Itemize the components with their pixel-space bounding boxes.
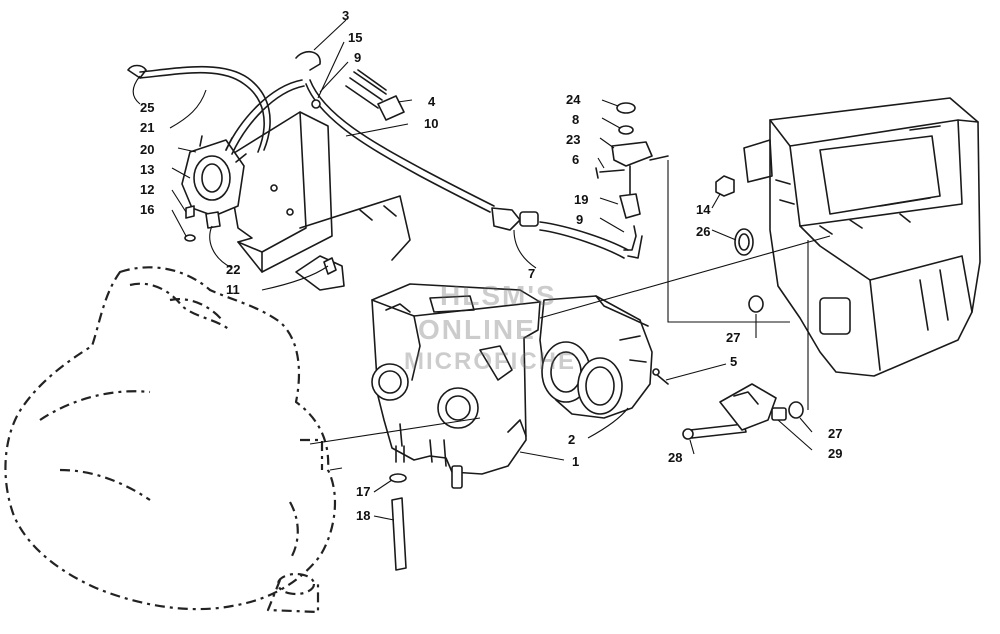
intake-boot: [539, 295, 653, 419]
callout-6: 6: [572, 152, 579, 167]
callout-27-upper: 27: [726, 330, 740, 345]
callout-21: 21: [140, 120, 154, 135]
airbox-housing: [743, 97, 981, 377]
callout-labels: 1 2 3 4 5 6 7 8 9 9 10 11 12 13 14 15 16…: [140, 8, 842, 523]
callout-27-lower: 27: [828, 426, 842, 441]
callout-17: 17: [356, 484, 370, 499]
carburetor-assembly: [371, 283, 541, 489]
callout-4: 4: [428, 94, 436, 109]
leader-lines: [132, 19, 831, 521]
callout-1: 1: [572, 454, 579, 469]
callout-20: 20: [140, 142, 154, 157]
callout-11: 11: [226, 282, 240, 297]
callout-5: 5: [730, 354, 737, 369]
callout-3: 3: [342, 8, 349, 23]
callout-7: 7: [528, 266, 535, 281]
callout-10: 10: [424, 116, 438, 131]
fuel-pump-bracket: [181, 111, 411, 291]
callout-24: 24: [566, 92, 581, 107]
callout-18: 18: [356, 508, 370, 523]
fuel-lines: [127, 51, 643, 259]
callout-23: 23: [566, 132, 580, 147]
callout-13: 13: [140, 162, 154, 177]
fasteners: [184, 99, 804, 571]
engine-outline: [4, 266, 337, 614]
callout-25: 25: [140, 100, 154, 115]
callout-29: 29: [828, 446, 842, 461]
callout-9-lower: 9: [576, 212, 583, 227]
callout-9-upper: 9: [354, 50, 361, 65]
callout-22: 22: [226, 262, 240, 277]
callout-12: 12: [140, 182, 154, 197]
callout-19: 19: [574, 192, 588, 207]
callout-15: 15: [348, 30, 362, 45]
callout-8: 8: [572, 112, 579, 127]
callout-14: 14: [696, 202, 711, 217]
choke-bracket: [595, 102, 669, 219]
callout-16: 16: [140, 202, 154, 217]
callout-26: 26: [696, 224, 710, 239]
callout-28: 28: [668, 450, 682, 465]
callout-2: 2: [568, 432, 575, 447]
